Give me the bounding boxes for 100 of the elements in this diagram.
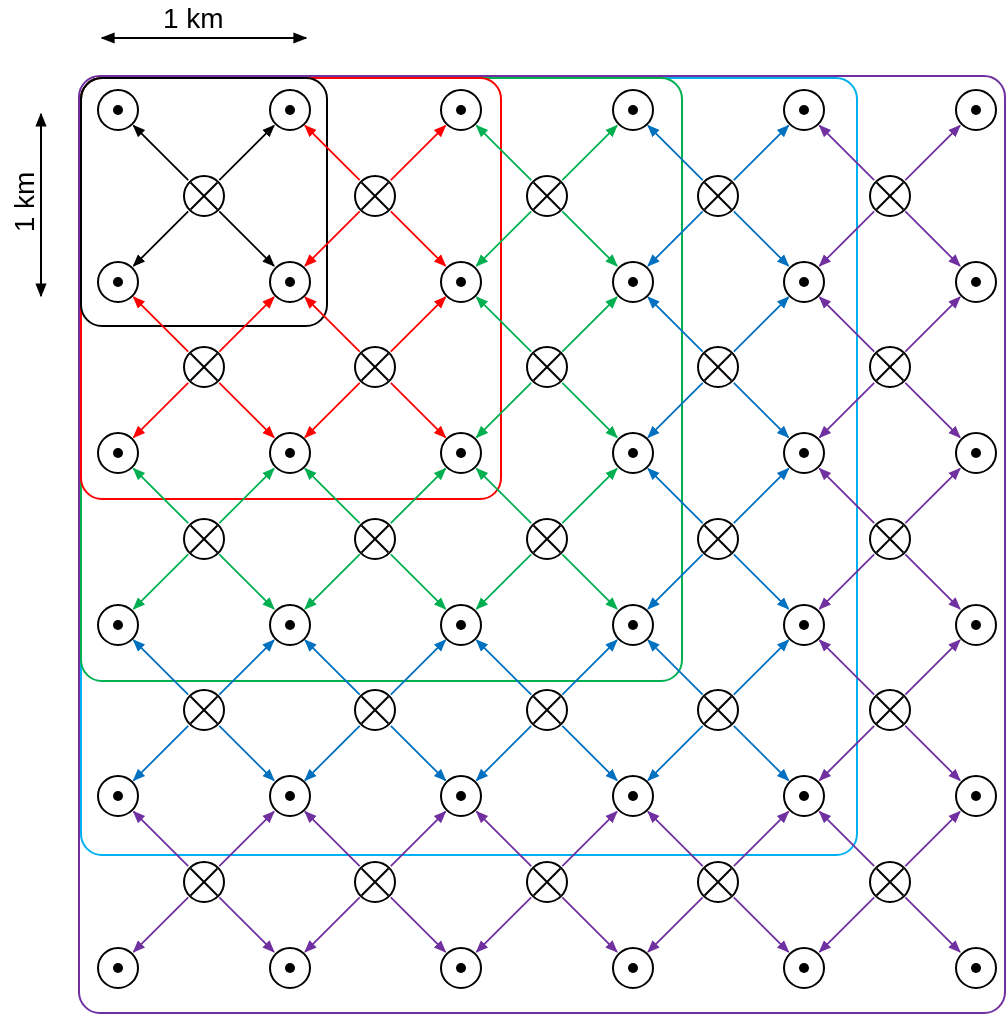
crossed-circle-symbol bbox=[697, 860, 740, 903]
arrow bbox=[732, 124, 790, 182]
crossed-circle-symbol bbox=[697, 346, 740, 389]
arrow bbox=[732, 467, 790, 525]
dot-circle-symbol bbox=[783, 603, 825, 646]
dot-circle-symbol bbox=[783, 89, 825, 131]
dot-circle-symbol bbox=[611, 432, 654, 474]
arrow bbox=[818, 896, 876, 953]
arrow bbox=[818, 210, 876, 267]
arrow bbox=[561, 724, 618, 782]
arrow bbox=[732, 724, 790, 782]
crossed-circle-symbol bbox=[182, 346, 225, 389]
crossed-circle-symbol bbox=[354, 689, 397, 732]
arrow bbox=[475, 810, 533, 868]
dot-circle-symbol bbox=[954, 775, 997, 817]
dot-circle-symbol bbox=[440, 432, 482, 474]
arrow bbox=[218, 896, 275, 953]
dot-circle-symbol bbox=[268, 775, 311, 817]
arrow bbox=[218, 296, 275, 353]
arrow bbox=[304, 724, 361, 782]
arrow bbox=[218, 639, 275, 696]
crossed-circle-symbol bbox=[525, 860, 568, 903]
arrow bbox=[132, 896, 190, 953]
arrow bbox=[132, 210, 190, 267]
arrow bbox=[647, 210, 704, 267]
arrow bbox=[475, 124, 533, 182]
arrow bbox=[218, 553, 275, 610]
arrow bbox=[304, 381, 361, 439]
arrow bbox=[475, 296, 533, 353]
arrow bbox=[561, 210, 618, 267]
crossed-circle-symbol bbox=[182, 689, 225, 732]
arrow bbox=[561, 124, 618, 182]
crossed-circle-symbol bbox=[868, 346, 911, 389]
dot-circle-symbol bbox=[97, 946, 139, 989]
arrow bbox=[561, 467, 618, 525]
dot-circle-symbol bbox=[954, 603, 997, 646]
crossed-circle-symbol bbox=[868, 174, 911, 217]
arrow bbox=[732, 639, 790, 696]
arrow bbox=[218, 124, 275, 182]
arrow bbox=[218, 381, 275, 439]
crossed-circle-symbol bbox=[182, 517, 225, 560]
dot-circle-symbol bbox=[611, 603, 654, 646]
arrow bbox=[132, 467, 190, 525]
arrow bbox=[818, 553, 876, 610]
group-outline bbox=[80, 77, 858, 856]
arrow bbox=[732, 210, 790, 267]
dot-circle-symbol bbox=[440, 260, 482, 303]
arrow bbox=[475, 553, 533, 610]
dot-circle-symbol bbox=[97, 603, 139, 646]
arrow bbox=[904, 296, 961, 353]
group-outline bbox=[78, 75, 1006, 1014]
arrow bbox=[389, 639, 447, 696]
dimension-label: 1 km bbox=[163, 5, 224, 33]
group-outline bbox=[80, 77, 683, 682]
crossed-circle-symbol bbox=[697, 689, 740, 732]
arrow bbox=[647, 553, 704, 610]
dot-circle-symbol bbox=[268, 260, 311, 303]
arrow bbox=[818, 296, 876, 353]
arrow bbox=[647, 896, 704, 953]
group-outline bbox=[80, 77, 502, 500]
crossed-circle-symbol bbox=[354, 860, 397, 903]
arrow bbox=[218, 210, 275, 267]
arrow bbox=[732, 381, 790, 439]
arrow bbox=[218, 467, 275, 525]
arrow bbox=[818, 467, 876, 525]
dot-circle-symbol bbox=[97, 775, 139, 817]
arrow bbox=[732, 296, 790, 353]
crossed-circle-symbol bbox=[354, 174, 397, 217]
arrow bbox=[389, 896, 447, 953]
dot-circle-symbol bbox=[611, 89, 654, 131]
dot-circle-symbol bbox=[783, 775, 825, 817]
arrow bbox=[647, 639, 704, 696]
crossed-circle-symbol bbox=[525, 689, 568, 732]
arrow bbox=[475, 639, 533, 696]
arrow bbox=[132, 124, 190, 182]
arrow bbox=[561, 810, 618, 868]
arrow bbox=[475, 896, 533, 953]
dot-circle-symbol bbox=[954, 89, 997, 131]
crossed-circle-symbol bbox=[697, 174, 740, 217]
dot-circle-symbol bbox=[440, 775, 482, 817]
arrow bbox=[304, 467, 361, 525]
arrow bbox=[389, 381, 447, 439]
crossed-circle-symbol bbox=[868, 689, 911, 732]
crossed-circle-symbol bbox=[697, 517, 740, 560]
arrow bbox=[732, 810, 790, 868]
crossed-circle-symbol bbox=[868, 517, 911, 560]
arrow bbox=[218, 724, 275, 782]
dot-circle-symbol bbox=[97, 89, 139, 131]
arrow bbox=[561, 639, 618, 696]
arrow bbox=[732, 553, 790, 610]
arrow bbox=[732, 896, 790, 953]
arrow bbox=[389, 810, 447, 868]
dot-circle-symbol bbox=[954, 946, 997, 989]
dot-circle-symbol bbox=[97, 260, 139, 303]
dot-circle-symbol bbox=[611, 946, 654, 989]
crossed-circle-symbol bbox=[354, 517, 397, 560]
arrow bbox=[475, 210, 533, 267]
dot-circle-symbol bbox=[268, 89, 311, 131]
dot-circle-symbol bbox=[783, 946, 825, 989]
arrow bbox=[904, 810, 961, 868]
